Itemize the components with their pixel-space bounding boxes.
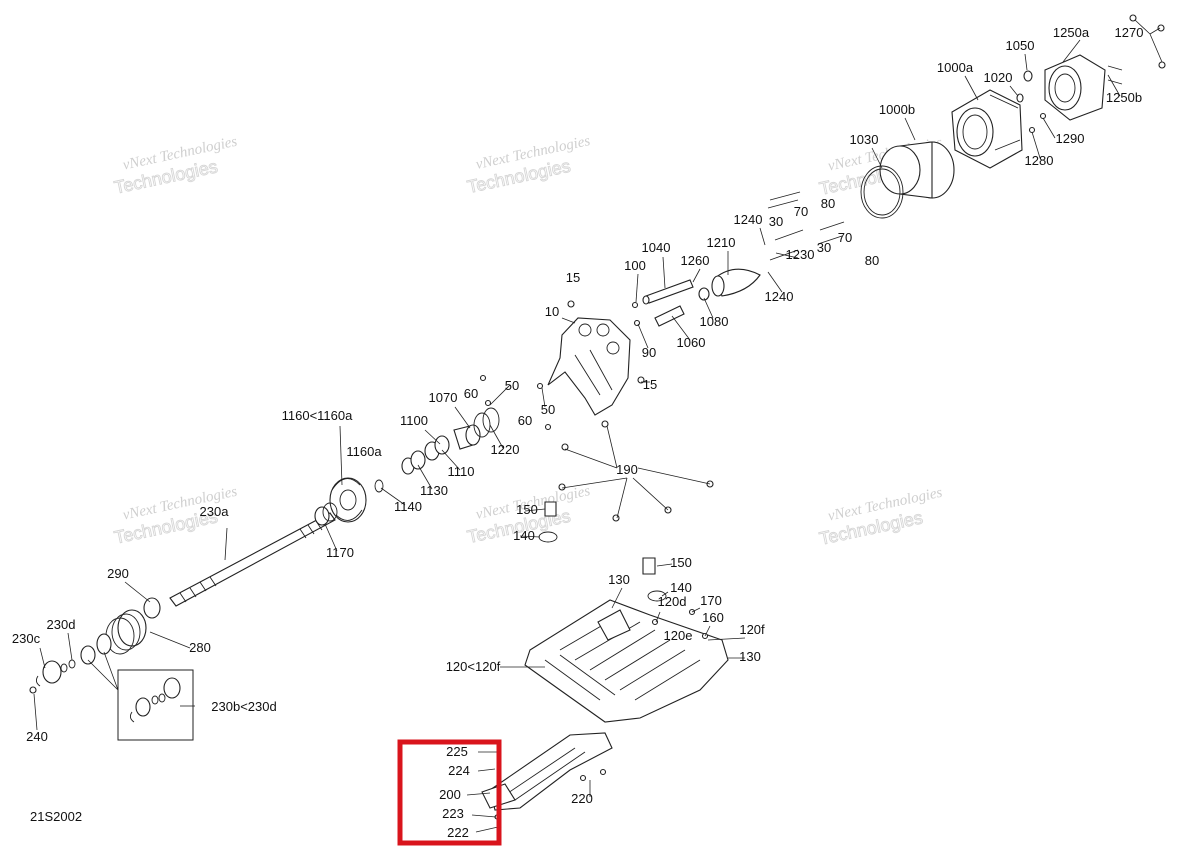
part-label-1220: 1220 [491, 442, 520, 457]
part-label-230c: 230c [12, 631, 41, 646]
part-label-100: 100 [624, 258, 646, 273]
highlight-box [397, 739, 502, 846]
part-label-1160lt: 1160<1160a [282, 408, 354, 423]
part-label-30b: 30 [817, 240, 831, 255]
part-label-150b: 150 [670, 555, 692, 570]
part-label-1270: 1270 [1115, 25, 1144, 40]
part-label-80b: 80 [865, 253, 879, 268]
part-label-10: 10 [545, 304, 559, 319]
part-label-80a: 80 [821, 196, 835, 211]
part-label-1080: 1080 [700, 314, 729, 329]
part-label-225: 225 [446, 744, 468, 759]
part-label-60a: 60 [464, 386, 478, 401]
part-label-1160a: 1160a [346, 444, 382, 459]
part-label-1060: 1060 [677, 335, 706, 350]
impeller [314, 477, 367, 526]
part-label-15a: 15 [566, 270, 580, 285]
part-label-280: 280 [189, 640, 211, 655]
part-label-120e: 120e [664, 628, 693, 643]
part-label-1000b: 1000b [879, 102, 915, 117]
part-label-1100: 1100 [400, 413, 428, 428]
part-label-1140: 1140 [394, 499, 422, 514]
drive-shaft [169, 512, 336, 607]
part-label-223: 223 [442, 806, 464, 821]
part-label-15b: 15 [643, 377, 657, 392]
part-label-1240b: 1240 [765, 289, 794, 304]
part-label-200: 200 [439, 787, 461, 802]
part-label-70b: 70 [838, 230, 852, 245]
part-label-1050: 1050 [1006, 38, 1035, 53]
part-label-190: 190 [616, 462, 638, 477]
part-label-140a: 140 [513, 528, 535, 543]
part-label-170: 170 [700, 593, 722, 608]
boot-and-coupler [29, 597, 161, 694]
part-label-1280: 1280 [1025, 153, 1054, 168]
part-label-140b: 140 [670, 580, 692, 595]
part-label-230b: 230b<230d [211, 699, 276, 714]
part-label-1030: 1030 [850, 132, 879, 147]
part-label-1070: 1070 [429, 390, 458, 405]
part-label-120d: 120d [658, 594, 687, 609]
part-label-120f: 120f [739, 622, 765, 637]
part-label-90: 90 [642, 345, 656, 360]
part-label-130a: 130 [608, 572, 630, 587]
part-label-220: 220 [571, 791, 593, 806]
part-label-70a: 70 [794, 204, 808, 219]
part-label-1000a: 1000a [937, 60, 974, 75]
part-label-1020: 1020 [984, 70, 1013, 85]
part-label-60b: 60 [518, 413, 532, 428]
part-label-240: 240 [26, 729, 48, 744]
steering-nozzle [1016, 54, 1123, 121]
part-label-1250a: 1250a [1053, 25, 1090, 40]
part-label-1110: 1110 [448, 464, 475, 479]
fasteners [479, 14, 1166, 522]
nozzle-housing [951, 89, 1023, 169]
ride-plate [524, 599, 729, 723]
pump-housing [547, 317, 631, 416]
part-label-224: 224 [448, 763, 470, 778]
part-label-1040: 1040 [642, 240, 671, 255]
part-label-290: 290 [107, 566, 129, 581]
part-label-1170: 1170 [326, 545, 354, 560]
part-label-1210: 1210 [707, 235, 736, 250]
part-label-222: 222 [447, 825, 469, 840]
bearing-rings [374, 407, 500, 493]
part-label-1260: 1260 [681, 253, 710, 268]
part-label-50b: 50 [541, 402, 555, 417]
part-label-1230: 1230 [786, 247, 815, 262]
part-label-230a: 230a [200, 504, 230, 519]
inset-kit-box [117, 669, 194, 741]
leader-lines [33, 19, 1163, 833]
part-label-150a: 150 [516, 502, 538, 517]
impeller-shaft-parts [642, 268, 761, 327]
part-label-1290: 1290 [1056, 131, 1085, 146]
venturi-nozzle [860, 141, 955, 219]
part-label-50a: 50 [505, 378, 519, 393]
caps-and-seals [538, 501, 667, 602]
part-label-1240a: 1240 [734, 212, 763, 227]
part-label-120lt: 120<120f [446, 659, 501, 674]
diagram-id-label: 21S2002 [30, 809, 82, 824]
part-label-1130: 1130 [420, 483, 448, 498]
part-drawings [29, 14, 1166, 830]
part-label-130b: 130 [739, 649, 761, 664]
part-label-30a: 30 [769, 214, 783, 229]
part-label-160: 160 [702, 610, 724, 625]
part-label-1250b: 1250b [1106, 90, 1142, 105]
part-label-230d: 230d [47, 617, 76, 632]
